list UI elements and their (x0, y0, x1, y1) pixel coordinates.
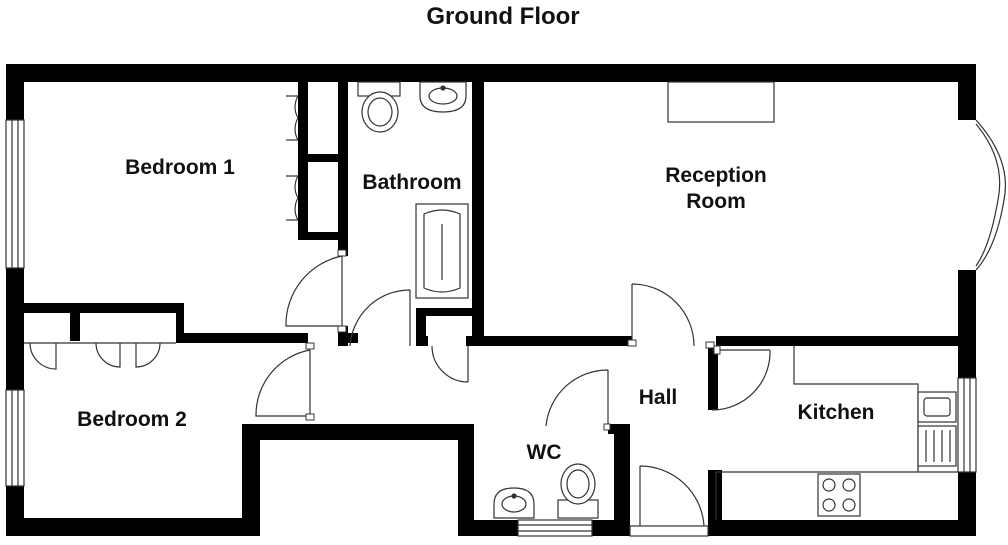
label-bedroom1: Bedroom 1 (125, 156, 235, 179)
label-reception-line1: Reception (665, 164, 767, 187)
window-bedroom1 (5, 119, 25, 269)
door-front (639, 465, 705, 527)
wall-cupboard-left (416, 308, 426, 346)
wardrobe-door-2a (294, 175, 299, 199)
label-bathroom: Bathroom (362, 171, 461, 194)
wall-top (6, 64, 974, 82)
wall-wardrobe1-a (298, 82, 308, 162)
wall-cupboard-bottom-left (416, 336, 428, 346)
fixtures (357, 81, 958, 520)
wall-step-horiz (242, 424, 474, 440)
door-jambs (305, 249, 721, 431)
wall-right-upper (958, 64, 976, 120)
wall-cupboard-bottom (466, 336, 484, 346)
label-bedroom2: Bedroom 2 (77, 408, 187, 431)
wall-bathroom-right (472, 64, 484, 346)
label-kitchen: Kitchen (797, 401, 874, 424)
label-wc: WC (527, 441, 562, 464)
wall-bed2-top-right (176, 333, 308, 343)
wardrobe-door-1a (294, 95, 299, 119)
wall-wardrobe1-d (298, 232, 348, 240)
window-bedroom2 (5, 389, 25, 487)
wall-bed2-wardrobe-mid (70, 303, 80, 341)
wall-wc-right (614, 426, 630, 536)
wall-reception-bottom-right (716, 336, 976, 346)
wardrobe-door-3 (29, 342, 57, 370)
wall-bed2-wardrobe-right (176, 303, 184, 341)
wall-corridor-top (338, 333, 358, 343)
interior-walls (6, 64, 976, 434)
chimney-breast (667, 81, 775, 123)
wall-wardrobe1-b (298, 154, 348, 162)
door-swings (24, 95, 771, 527)
wall-cupboard-top (416, 308, 484, 316)
door-reception (631, 283, 695, 347)
label-reception-line2: Room (686, 190, 746, 213)
wardrobe-door-4b (135, 342, 161, 368)
door-bedroom1 (285, 255, 343, 327)
wardrobe-door-4a (95, 342, 121, 368)
hob (817, 473, 861, 517)
wall-bottom-left (6, 518, 260, 536)
wall-hall-bottom-right (708, 470, 722, 536)
kitchen-counter (715, 346, 919, 520)
wall-bed1-bed2 (6, 303, 184, 313)
floor-title: Ground Floor (426, 3, 579, 30)
label-hall: Hall (639, 386, 678, 409)
wardrobe-door-1b (294, 117, 299, 141)
wall-kitchen-left (708, 346, 718, 410)
door-bathroom (349, 289, 411, 347)
window-wc (517, 519, 593, 537)
front-door-threshold (629, 525, 709, 537)
windows (5, 119, 977, 537)
door-kitchen (711, 349, 771, 411)
door-bedroom2 (255, 349, 311, 417)
wall-wardrobe1-c (298, 154, 308, 240)
wall-reception-bottom (484, 336, 632, 346)
window-kitchen (957, 377, 977, 473)
wall-step-vert-2 (458, 424, 474, 536)
door-wc (545, 369, 609, 427)
wardrobe-door-2b (294, 197, 299, 221)
wall-kitchen-bottom (708, 520, 976, 536)
bay-window (975, 119, 1007, 271)
door-cupboard (431, 345, 469, 383)
wall-wc-top-right (608, 424, 630, 434)
wall-step-vert-1 (242, 424, 260, 536)
walls (6, 64, 976, 536)
